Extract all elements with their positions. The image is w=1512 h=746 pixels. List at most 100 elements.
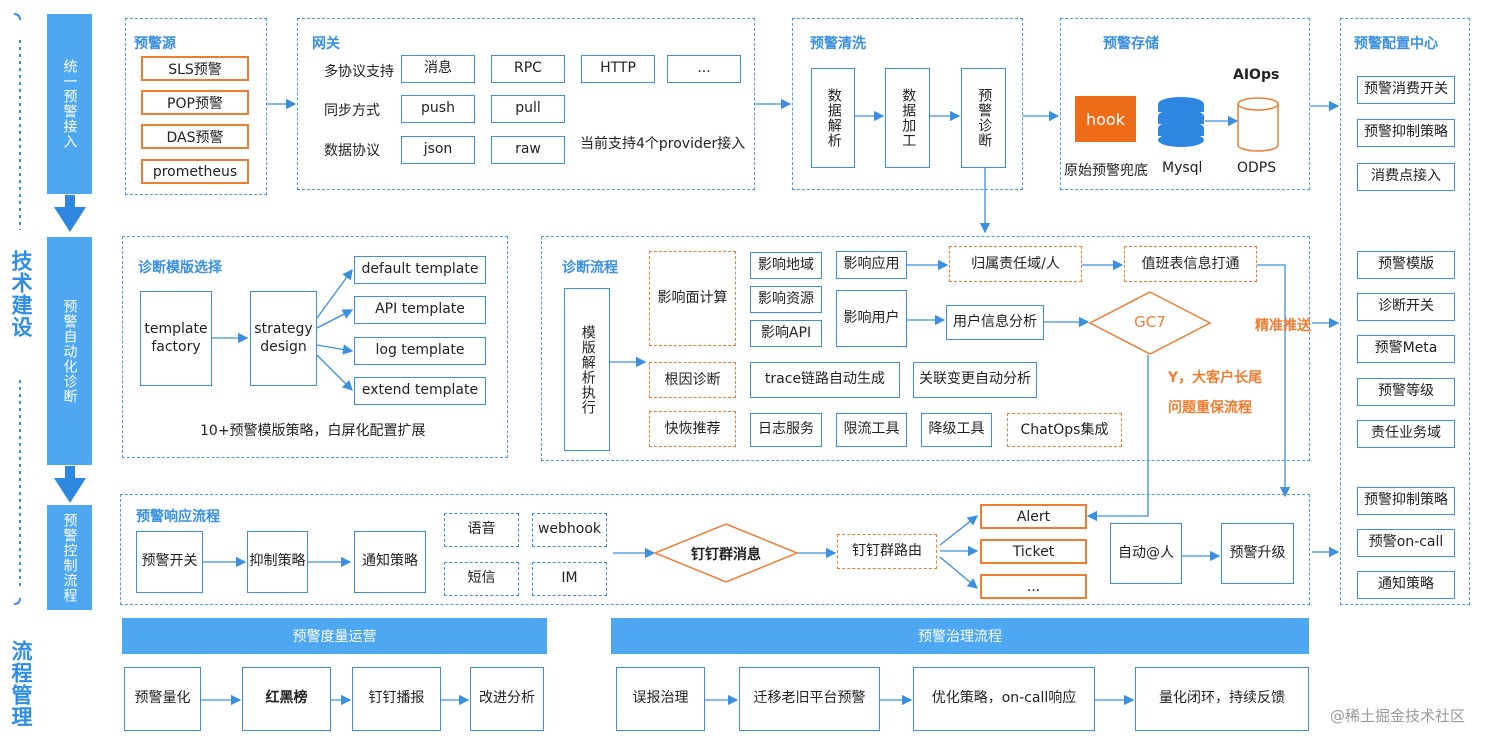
ops-step: 改进分析 xyxy=(470,667,544,731)
ops-title-bar: 预警度量运营 xyxy=(122,618,547,654)
response-step: 抑制策略 xyxy=(247,531,308,593)
clean-step-parse: 数据解析 xyxy=(811,68,855,168)
process-mgmt-label: 流程管理 xyxy=(9,640,33,728)
route-alert: Alert xyxy=(980,504,1087,529)
user-analysis-box: 用户信息分析 xyxy=(946,305,1044,340)
config-item: 预警模版 xyxy=(1357,251,1455,279)
gov-step: 迁移老旧平台预警 xyxy=(739,667,880,731)
precise-push-label: 精准推送 xyxy=(1255,318,1311,334)
impact-item: 影响地域 xyxy=(750,252,822,279)
odps-label: ODPS xyxy=(1237,160,1277,176)
ops-step: 预警量化 xyxy=(124,667,201,731)
storage-title: 预警存储 xyxy=(1103,36,1159,52)
config-item: 诊断开关 xyxy=(1357,293,1455,321)
step-unified-access: 统一预警接入 xyxy=(47,14,92,194)
storage-panel xyxy=(1060,18,1310,190)
template-select-panel xyxy=(122,236,508,458)
impact-calc-box: 影响面计算 xyxy=(649,251,736,346)
tool-item: 降级工具 xyxy=(921,413,992,447)
gateway-item: pull xyxy=(491,95,565,123)
root-cause-box: 根因诊断 xyxy=(649,362,736,398)
channel-item: webhook xyxy=(532,513,607,547)
gateway-item: HTTP xyxy=(581,55,655,83)
config-item: 通知策略 xyxy=(1357,571,1455,599)
response-step: 预警开关 xyxy=(136,531,203,593)
tool-item: 日志服务 xyxy=(750,413,822,447)
gateway-item: push xyxy=(401,95,475,123)
channel-item: 短信 xyxy=(444,562,519,596)
response-step: 通知策略 xyxy=(354,531,426,593)
database-icon xyxy=(1158,97,1204,147)
gov-step: 量化闭环，持续反馈 xyxy=(1135,667,1309,731)
alert-source-title: 预警源 xyxy=(134,36,176,52)
template-item: extend template xyxy=(354,377,486,405)
gateway-row-label: 同步方式 xyxy=(324,103,380,119)
aiops-label: AIOps xyxy=(1233,67,1280,83)
diagnose-flow-panel xyxy=(541,236,1310,461)
config-center-title: 预警配置中心 xyxy=(1354,36,1438,52)
gateway-item: ... xyxy=(667,55,741,83)
route-more: ... xyxy=(980,574,1087,599)
channel-item: 语音 xyxy=(444,513,519,547)
gateway-item: json xyxy=(401,136,475,164)
diagnose-flow-title: 诊断流程 xyxy=(562,260,618,276)
clean-step-process: 数据加工 xyxy=(885,68,930,168)
cleaning-panel xyxy=(792,18,1023,190)
duty-table-box: 值班表信息打通 xyxy=(1124,246,1257,282)
change-analysis-box: 关联变更自动分析 xyxy=(913,362,1037,398)
config-item: 预警抑制策略 xyxy=(1357,487,1455,515)
gateway-item: RPC xyxy=(491,55,565,83)
template-exec-box: 模版解析执行 xyxy=(564,288,610,451)
mysql-label: Mysql xyxy=(1162,160,1203,176)
alert-upgrade-box: 预警升级 xyxy=(1221,523,1294,584)
template-note: 10+预警模版策略，白屏化配置扩展 xyxy=(200,423,426,439)
ding-message-decision: 钉钉群消息 xyxy=(691,547,761,563)
response-flow-panel xyxy=(120,494,1310,605)
gateway-row-label: 多协议支持 xyxy=(324,64,394,80)
config-item: 消费点接入 xyxy=(1357,163,1455,191)
step-auto-diagnose: 预警自动化诊断 xyxy=(47,237,92,465)
tech-build-label: 技术建设 xyxy=(9,250,33,338)
config-item: 预警on-call xyxy=(1357,529,1455,557)
gov-step: 优化策略，on-call响应 xyxy=(913,667,1095,731)
impact-user-box: 影响用户 xyxy=(836,290,907,347)
gateway-item: 消息 xyxy=(401,55,475,83)
config-item: 预警抑制策略 xyxy=(1357,119,1455,147)
hook-label: 原始预警兜底 xyxy=(1064,163,1148,179)
config-item: 预警等级 xyxy=(1357,378,1455,406)
gateway-item: raw xyxy=(491,136,565,164)
auto-at-box: 自动@人 xyxy=(1110,523,1182,584)
owner-domain-box: 归属责任域/人 xyxy=(949,246,1082,282)
source-pop: POP预警 xyxy=(141,90,249,115)
ops-step: 钉钉播报 xyxy=(352,667,441,731)
gc7-decision: GC7 xyxy=(1134,313,1166,331)
trace-auto-box: trace链路自动生成 xyxy=(750,362,900,398)
odps-cylinder-icon xyxy=(1237,97,1279,152)
config-item: 预警消费开关 xyxy=(1357,76,1455,104)
step-control-flow: 预警控制流程 xyxy=(47,505,92,610)
config-item: 预警Meta xyxy=(1357,335,1455,363)
chatops-box: ChatOps集成 xyxy=(1007,413,1122,447)
hook-box: hook xyxy=(1075,96,1136,142)
gateway-note: 当前支持4个provider接入 xyxy=(580,136,746,152)
template-item: default template xyxy=(354,256,486,284)
config-center-panel xyxy=(1340,18,1470,605)
gateway-title: 网关 xyxy=(312,36,340,52)
config-item: 责任业务域 xyxy=(1357,420,1455,448)
template-select-title: 诊断模版选择 xyxy=(138,260,222,276)
gov-title-bar: 预警治理流程 xyxy=(611,618,1309,654)
channel-item: IM xyxy=(532,562,607,596)
ding-route-box: 钉钉群路由 xyxy=(837,534,937,569)
source-sls: SLS预警 xyxy=(141,56,249,81)
vip-label-1: Y，大客户长尾 xyxy=(1168,370,1263,386)
impact-item: 影响API xyxy=(750,320,822,347)
template-item: API template xyxy=(354,296,486,324)
gateway-row-label: 数据协议 xyxy=(324,143,380,159)
template-item: log template xyxy=(354,337,486,365)
route-ticket: Ticket xyxy=(980,539,1087,564)
alert-source-panel xyxy=(125,18,267,195)
source-prometheus: prometheus xyxy=(141,159,249,184)
template-factory-box: template factory xyxy=(140,291,212,386)
tool-item: 限流工具 xyxy=(836,413,907,447)
